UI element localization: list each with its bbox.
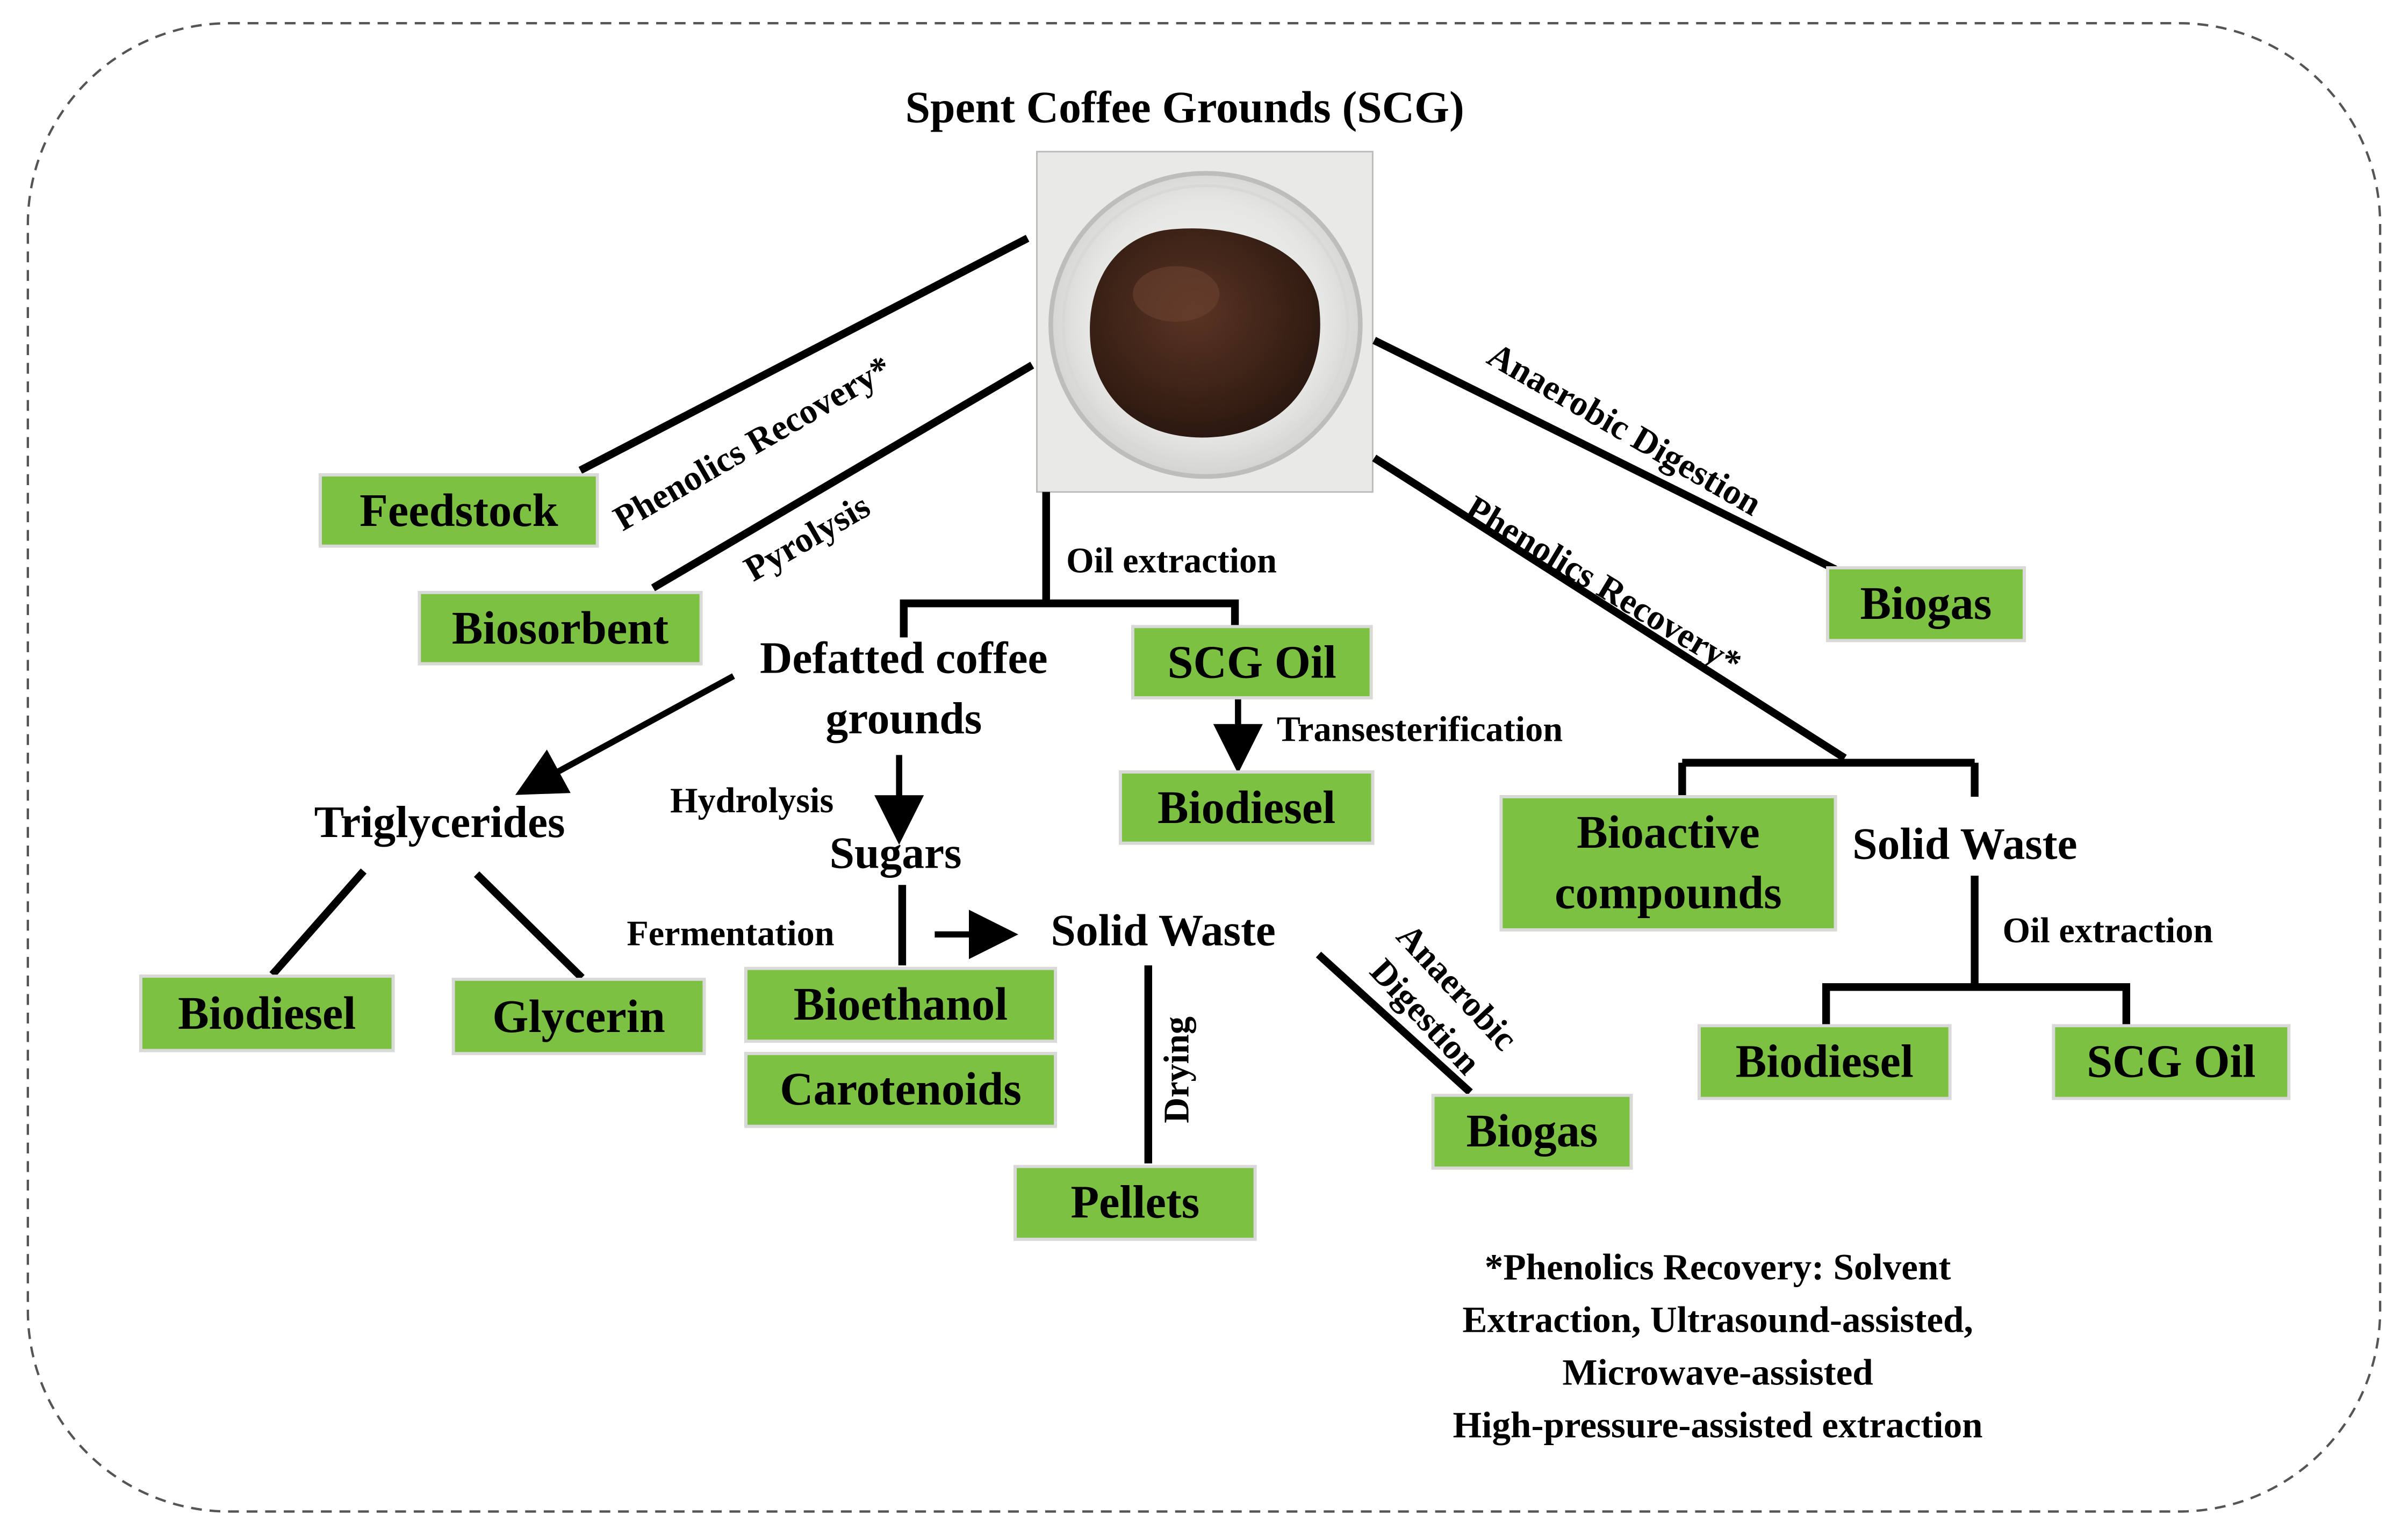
defatted-coffee-grounds: Defatted coffee grounds	[738, 637, 1069, 742]
defatted-line2: grounds	[825, 695, 982, 745]
process-drying: Drying	[1158, 1016, 1197, 1123]
process-oil-extraction-top: Oil extraction	[1066, 541, 1277, 580]
outer-frame	[26, 22, 2382, 1513]
footnote-line1: *Phenolics Recovery: Solvent	[1484, 1248, 1951, 1289]
product-scg-oil-top: SCG Oil	[1131, 625, 1373, 699]
scg-photo	[1036, 150, 1374, 493]
footnote-line3: Microwave-assisted	[1562, 1353, 1873, 1394]
bioactive-line1: Bioactive	[1577, 807, 1760, 859]
product-biogas-right: Biogas	[1826, 566, 2026, 643]
product-biosorbent: Biosorbent	[418, 591, 703, 666]
process-transesterification: Transesterification	[1276, 710, 1563, 749]
product-bioactive-compounds: Bioactive compounds	[1499, 795, 1837, 932]
defatted-line1: Defatted coffee	[760, 634, 1048, 684]
product-scg-oil-right: SCG Oil	[2052, 1024, 2291, 1100]
process-oil-extraction-right: Oil extraction	[2002, 911, 2213, 950]
product-pellets: Pellets	[1013, 1165, 1257, 1241]
product-biodiesel-right: Biodiesel	[1698, 1024, 1952, 1100]
product-biogas-mid: Biogas	[1431, 1094, 1633, 1170]
product-feedstock: Feedstock	[319, 473, 599, 548]
footnote-line2: Extraction, Ultrasound-assisted,	[1462, 1301, 1973, 1341]
diagram-title: Spent Coffee Grounds (SCG)	[905, 83, 1464, 133]
product-glycerin: Glycerin	[451, 978, 706, 1056]
solid-waste-right-label: Solid Waste	[1852, 820, 2078, 870]
sugars-label: Sugars	[829, 829, 962, 879]
product-carotenoids: Carotenoids	[744, 1052, 1057, 1128]
triglycerides-label: Triglycerides	[314, 798, 565, 848]
footnote-line4: High-pressure-assisted extraction	[1453, 1406, 1983, 1447]
process-fermentation: Fermentation	[627, 914, 835, 953]
process-hydrolysis: Hydrolysis	[670, 781, 834, 820]
product-biodiesel-trans: Biodiesel	[1119, 770, 1375, 845]
bioactive-line2: compounds	[1555, 868, 1782, 919]
footnote: *Phenolics Recovery: Solvent Extraction,…	[1362, 1242, 2074, 1453]
solid-waste-mid-label: Solid Waste	[1051, 906, 1276, 956]
product-bioethanol: Bioethanol	[744, 966, 1057, 1043]
product-biodiesel-left: Biodiesel	[139, 975, 395, 1052]
